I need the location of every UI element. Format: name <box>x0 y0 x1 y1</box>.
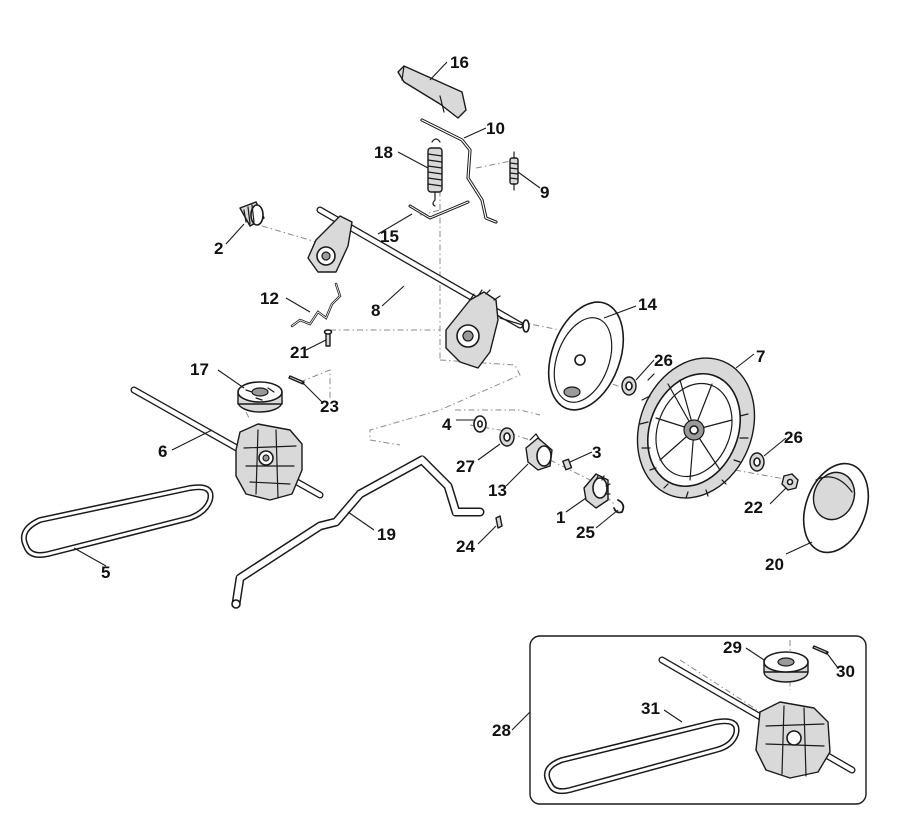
callout-19: 19 <box>377 525 396 544</box>
part-2-bushing <box>239 201 265 227</box>
callout-27: 27 <box>456 457 475 476</box>
callout-23: 23 <box>320 397 339 416</box>
callout-13: 13 <box>488 481 507 500</box>
callout-16: 16 <box>450 53 469 72</box>
part-21-screw <box>323 329 333 347</box>
callout-4: 4 <box>442 415 452 434</box>
callout-15: 15 <box>380 227 399 246</box>
inset-gearbox <box>755 701 831 779</box>
part-17-pulley <box>237 381 283 413</box>
callout-31: 31 <box>641 699 660 718</box>
callout-26-upper: 26 <box>654 351 673 370</box>
part-7-rear-wheel <box>636 357 756 499</box>
part-9-small-spring <box>509 151 519 191</box>
part-12-wire-clip <box>290 282 342 328</box>
callout-5: 5 <box>101 563 110 582</box>
callout-22: 22 <box>744 498 763 517</box>
part-19-handle-bar <box>231 455 485 609</box>
part-14-hub-cap <box>547 301 625 411</box>
callout-29: 29 <box>723 638 742 657</box>
callout-28: 28 <box>492 721 511 740</box>
part-3-key <box>562 458 573 471</box>
part-23-pin <box>288 375 305 385</box>
callout-30: 30 <box>836 662 855 681</box>
part-22-nut <box>781 473 799 491</box>
callout-8: 8 <box>371 301 380 320</box>
part-16-lever-bracket <box>397 65 467 119</box>
part-8-rear-axle <box>307 206 530 369</box>
part-6-gearbox-shaft <box>130 386 324 501</box>
callout-9: 9 <box>540 183 549 202</box>
leader-lines <box>73 61 839 731</box>
part-5-drive-belt <box>20 484 214 558</box>
callout-25: 25 <box>576 523 595 542</box>
callout-6: 6 <box>158 442 167 461</box>
callout-21: 21 <box>290 343 309 362</box>
part-30-pin <box>812 645 829 655</box>
callout-12: 12 <box>260 289 279 308</box>
callout-labels: 16 10 18 9 15 2 12 8 21 14 26 7 17 23 6 … <box>101 53 855 740</box>
callout-10: 10 <box>486 119 505 138</box>
part-26-bearing-lower <box>749 452 765 472</box>
callout-14: 14 <box>638 295 657 314</box>
part-29-pulley <box>763 651 809 683</box>
callout-1: 1 <box>556 508 565 527</box>
part-1-pinion-gear <box>583 473 611 509</box>
part-27-bearing <box>499 427 515 447</box>
part-20-wheel-cover <box>802 462 870 554</box>
callout-18: 18 <box>374 143 393 162</box>
callout-3: 3 <box>592 443 601 462</box>
part-25-circlip <box>613 499 625 514</box>
callout-17: 17 <box>190 360 209 379</box>
callout-24: 24 <box>456 537 475 556</box>
inset-kit-28 <box>529 635 867 805</box>
callout-20: 20 <box>765 555 784 574</box>
part-15-wire-link <box>408 200 470 220</box>
callout-2: 2 <box>214 239 223 258</box>
part-13-ratchet-sleeve <box>525 433 553 471</box>
part-24-pin <box>495 515 503 529</box>
callout-7: 7 <box>756 347 765 366</box>
callout-26-lower: 26 <box>784 428 803 447</box>
part-10-wire-rod <box>420 118 498 224</box>
part-31-belt <box>544 718 740 795</box>
part-26-bearing-upper <box>621 376 637 396</box>
part-18-tension-spring <box>427 138 443 207</box>
part-4-washer <box>473 415 487 433</box>
